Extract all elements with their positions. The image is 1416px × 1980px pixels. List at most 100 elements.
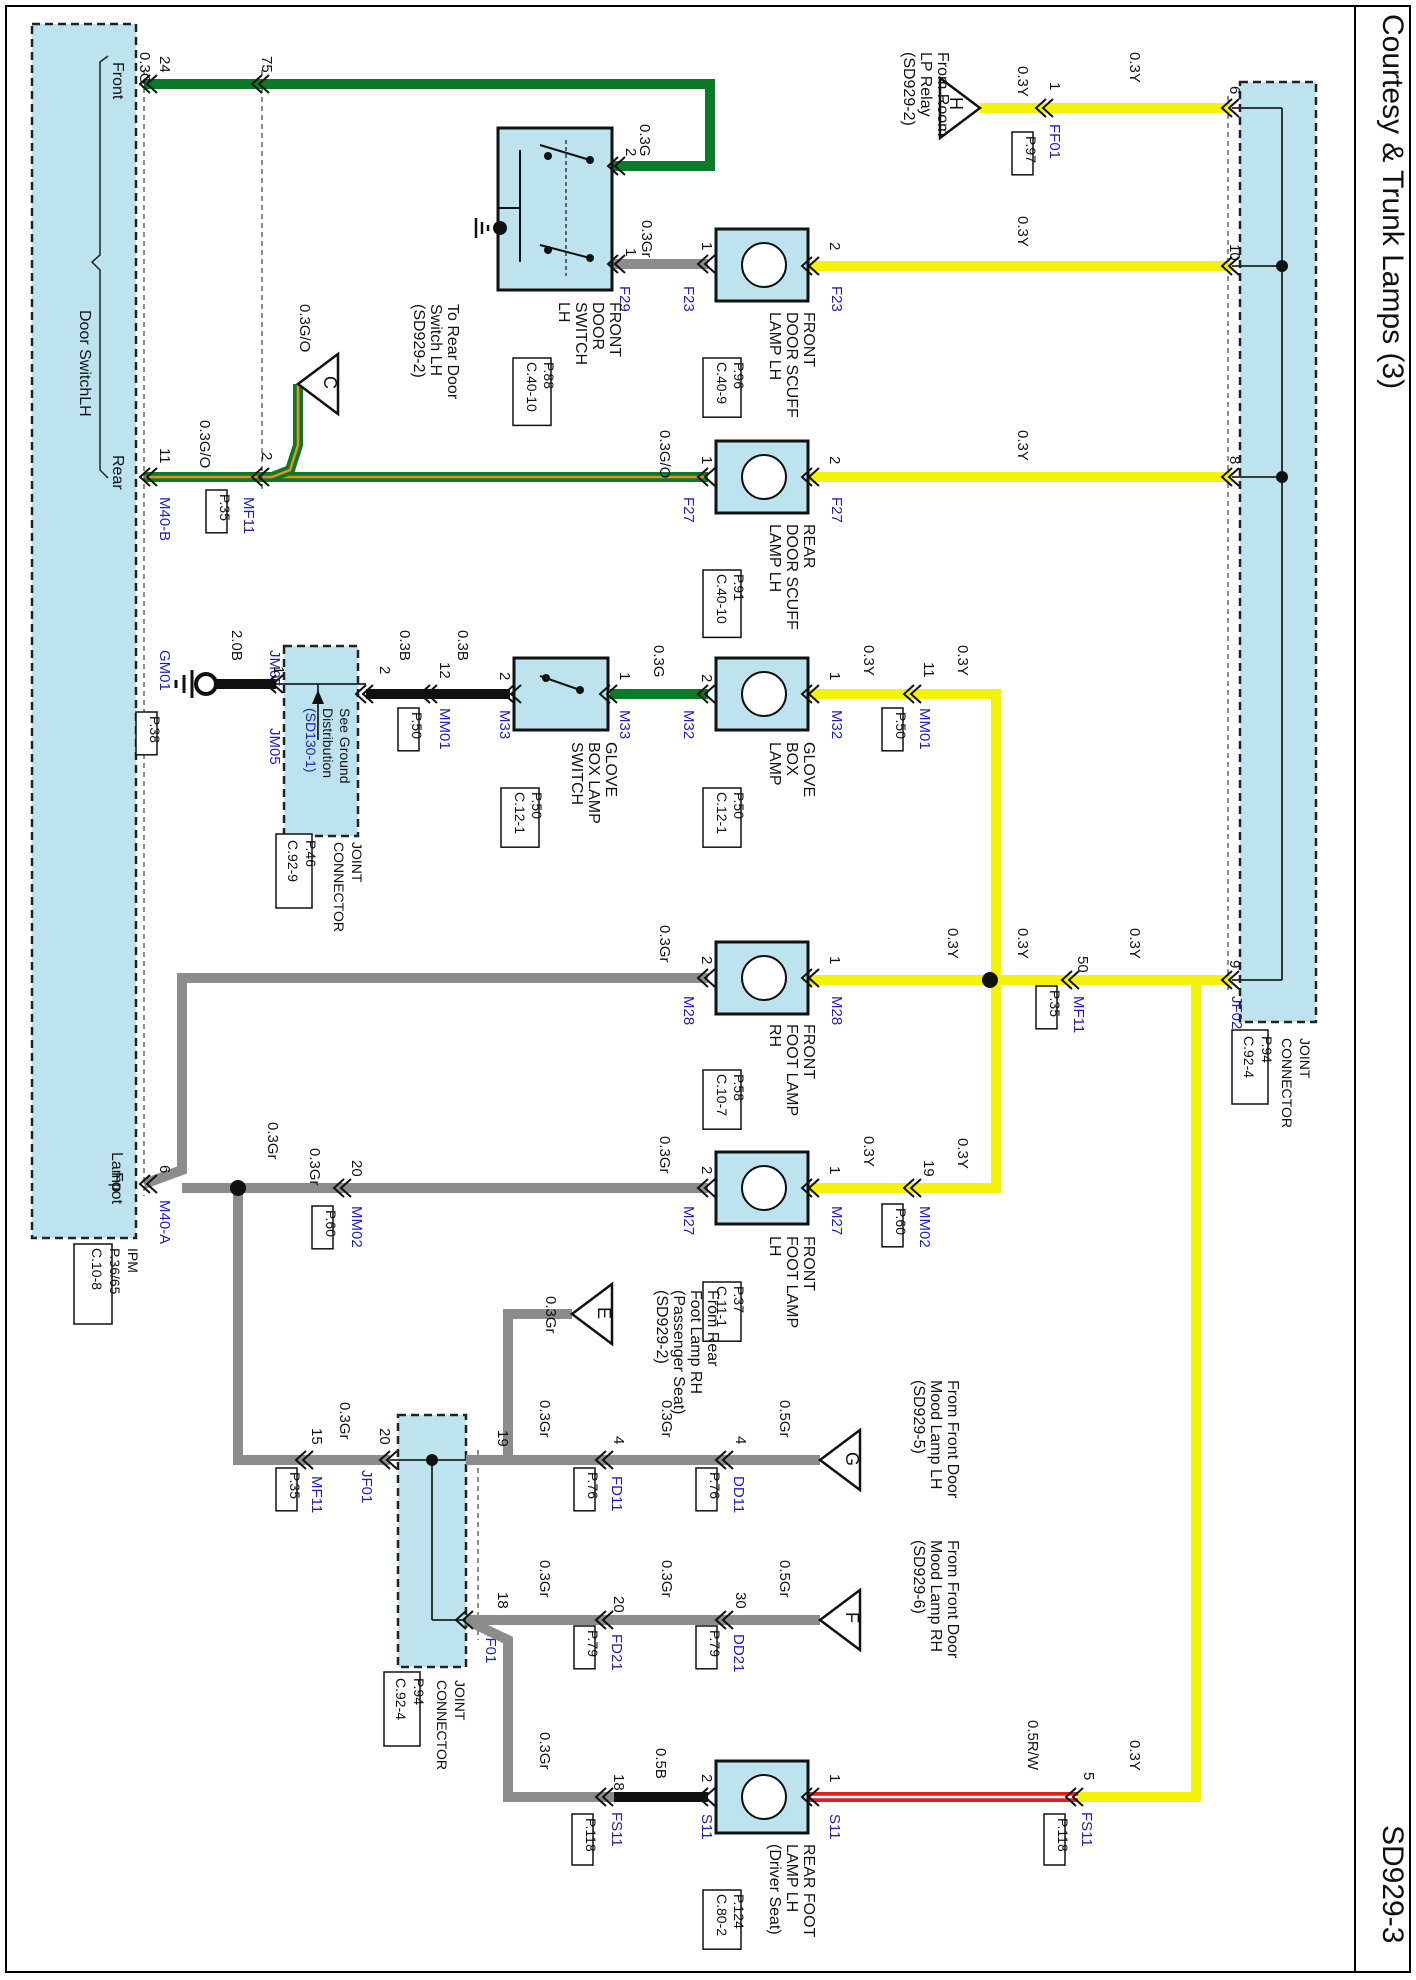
chevron-39 (696, 1787, 716, 1807)
chevron-24 (1060, 970, 1080, 990)
jf01-pin20: 20 (376, 1428, 393, 1445)
wire-label-w11: 2.0B (228, 630, 245, 661)
offpage-g: G (817, 1427, 862, 1493)
wire-label-w26: 0.3Gr (542, 1296, 559, 1334)
svg-text:P.118: P.118 (1055, 1818, 1071, 1852)
wire-label-w17: 0.3Gr (656, 925, 673, 963)
chevron-17 (598, 684, 618, 704)
chevron-33 (378, 1450, 398, 1470)
wire-label-w7: 0.3G/O (296, 304, 313, 352)
svg-text:P.94: P.94 (1259, 1036, 1275, 1063)
wire-label-w27: 0.3Gr (536, 1400, 553, 1438)
svg-text:BOX LAMP: BOX LAMP (585, 742, 602, 824)
svg-text:H: H (946, 97, 966, 110)
pin-f23_2: 2 (826, 242, 843, 250)
chevron-36 (714, 1610, 734, 1630)
wire-label-w12: 0.3B (396, 630, 413, 661)
svg-text:(Passenger Seat): (Passenger Seat) (670, 1290, 687, 1415)
connector-F29: F29 (616, 286, 633, 312)
chevron-5 (606, 156, 626, 176)
chevron-21 (264, 674, 284, 694)
wire-label-w15: 0.3Y (860, 645, 877, 676)
wire-label-w23: 0.3Gr (656, 1136, 673, 1174)
jf02-pin8: 8 (1226, 456, 1243, 464)
svg-text:P.35: P.35 (1047, 990, 1063, 1017)
connector-ref-FF01: P.97 (1023, 136, 1039, 163)
pin-ipm24: 24 (156, 56, 173, 73)
svg-text:REAR: REAR (800, 524, 817, 568)
pin-c75: 75 (258, 56, 275, 73)
wire-label-w18: 0.3Y (944, 928, 961, 959)
lamp-glove-box (714, 656, 810, 732)
svg-text:(SD929-2): (SD929-2) (900, 52, 917, 126)
connector-MF11b: MF11 (1070, 996, 1087, 1033)
connector-F23a: F23 (680, 286, 697, 312)
svg-text:P.50: P.50 (731, 792, 747, 819)
jm05-code-2: JM05 (266, 728, 283, 765)
jf02-pin6: 6 (1226, 86, 1243, 94)
svg-text:Distribution: Distribution (320, 708, 336, 778)
chevron-0 (138, 74, 158, 94)
pin-s11_2: 2 (698, 1774, 715, 1782)
connector-F23b: F23 (828, 286, 845, 312)
connector-ref-MF11a: P.35 (217, 494, 233, 521)
wire-label-w33: 0.5Gr (776, 1560, 793, 1598)
svg-text:DOOR SCUFF: DOOR SCUFF (783, 312, 800, 418)
svg-text:C.40-10: C.40-10 (714, 574, 730, 624)
chevron-27 (800, 1178, 820, 1198)
jm05-pin2: 2 (376, 666, 393, 674)
connector-S11a: S11 (698, 1814, 715, 1840)
svg-text:C.11-1: C.11-1 (714, 1286, 730, 1327)
connector-M27b: M27 (828, 1206, 845, 1235)
component-ref-front-door-switch: P.88C.40-10 (524, 362, 557, 412)
connector-ref-FD11: P.76 (585, 1472, 601, 1499)
connector-FS11b: FS11 (1078, 1812, 1095, 1847)
connector-MM01a: MM01 (916, 708, 933, 750)
wire-label-w6: 0.3Y (1014, 216, 1031, 247)
component-ref-glove-box-lamp-box (702, 787, 742, 848)
chevron-8 (1220, 256, 1240, 276)
lamp-front-foot-rh (714, 940, 810, 1016)
pin-mm01_12: 12 (436, 662, 453, 679)
svg-text:JOINT: JOINT (1297, 1038, 1313, 1079)
pin-ipm6: 6 (156, 1165, 173, 1173)
svg-text:P.124: P.124 (731, 1894, 747, 1929)
chevron-9 (138, 467, 158, 487)
offpage-f: F (817, 1587, 862, 1653)
svg-text:Mood Lamp RH: Mood Lamp RH (927, 1540, 944, 1652)
lamp-rear-foot-lh (714, 1759, 810, 1835)
connector-DD11: DD11 (730, 1476, 747, 1513)
svg-text:P.94: P.94 (411, 1678, 427, 1705)
svg-text:P.60: P.60 (893, 1208, 909, 1235)
pin-mf11_15: 15 (308, 1428, 325, 1445)
pin-m33_2: 2 (496, 672, 513, 680)
pin-m28_1: 1 (826, 956, 843, 964)
jf01-pin18: 18 (494, 1592, 511, 1609)
jf01-pin19: 19 (494, 1430, 511, 1447)
svg-text:C.40-9: C.40-9 (714, 362, 730, 404)
svg-text:P.96: P.96 (731, 362, 747, 389)
connector-ref-FD21-box (573, 1625, 596, 1670)
connector-ref-FS11a-box (571, 1813, 594, 1866)
svg-text:(Driver Seat): (Driver Seat) (766, 1844, 783, 1935)
svg-text:RH: RH (766, 1024, 783, 1047)
svg-text:C.10-8: C.10-8 (89, 1248, 105, 1290)
pin-fd21_20: 20 (610, 1596, 627, 1613)
svg-text:C.12-1: C.12-1 (512, 792, 528, 834)
splice-gray (230, 1180, 246, 1196)
svg-text:DOOR: DOOR (589, 302, 606, 350)
component-ref-front-foot-lh: P.37C.11-1 (714, 1286, 747, 1327)
page-frame (5, 5, 1411, 1973)
svg-text:From Front Door: From Front Door (944, 1540, 961, 1659)
connector-ref-MM02a: P.60 (893, 1208, 909, 1235)
connector-ref-MM02b: P.60 (323, 1210, 339, 1237)
lamp-front-door-scuff (714, 227, 810, 303)
wire-label-w36: 0.5R/W (1024, 1720, 1041, 1771)
svg-text:P.76: P.76 (707, 1472, 723, 1499)
pin-dd11_4: 4 (732, 1436, 749, 1444)
wire-label-w1: 0.3G (136, 52, 153, 85)
